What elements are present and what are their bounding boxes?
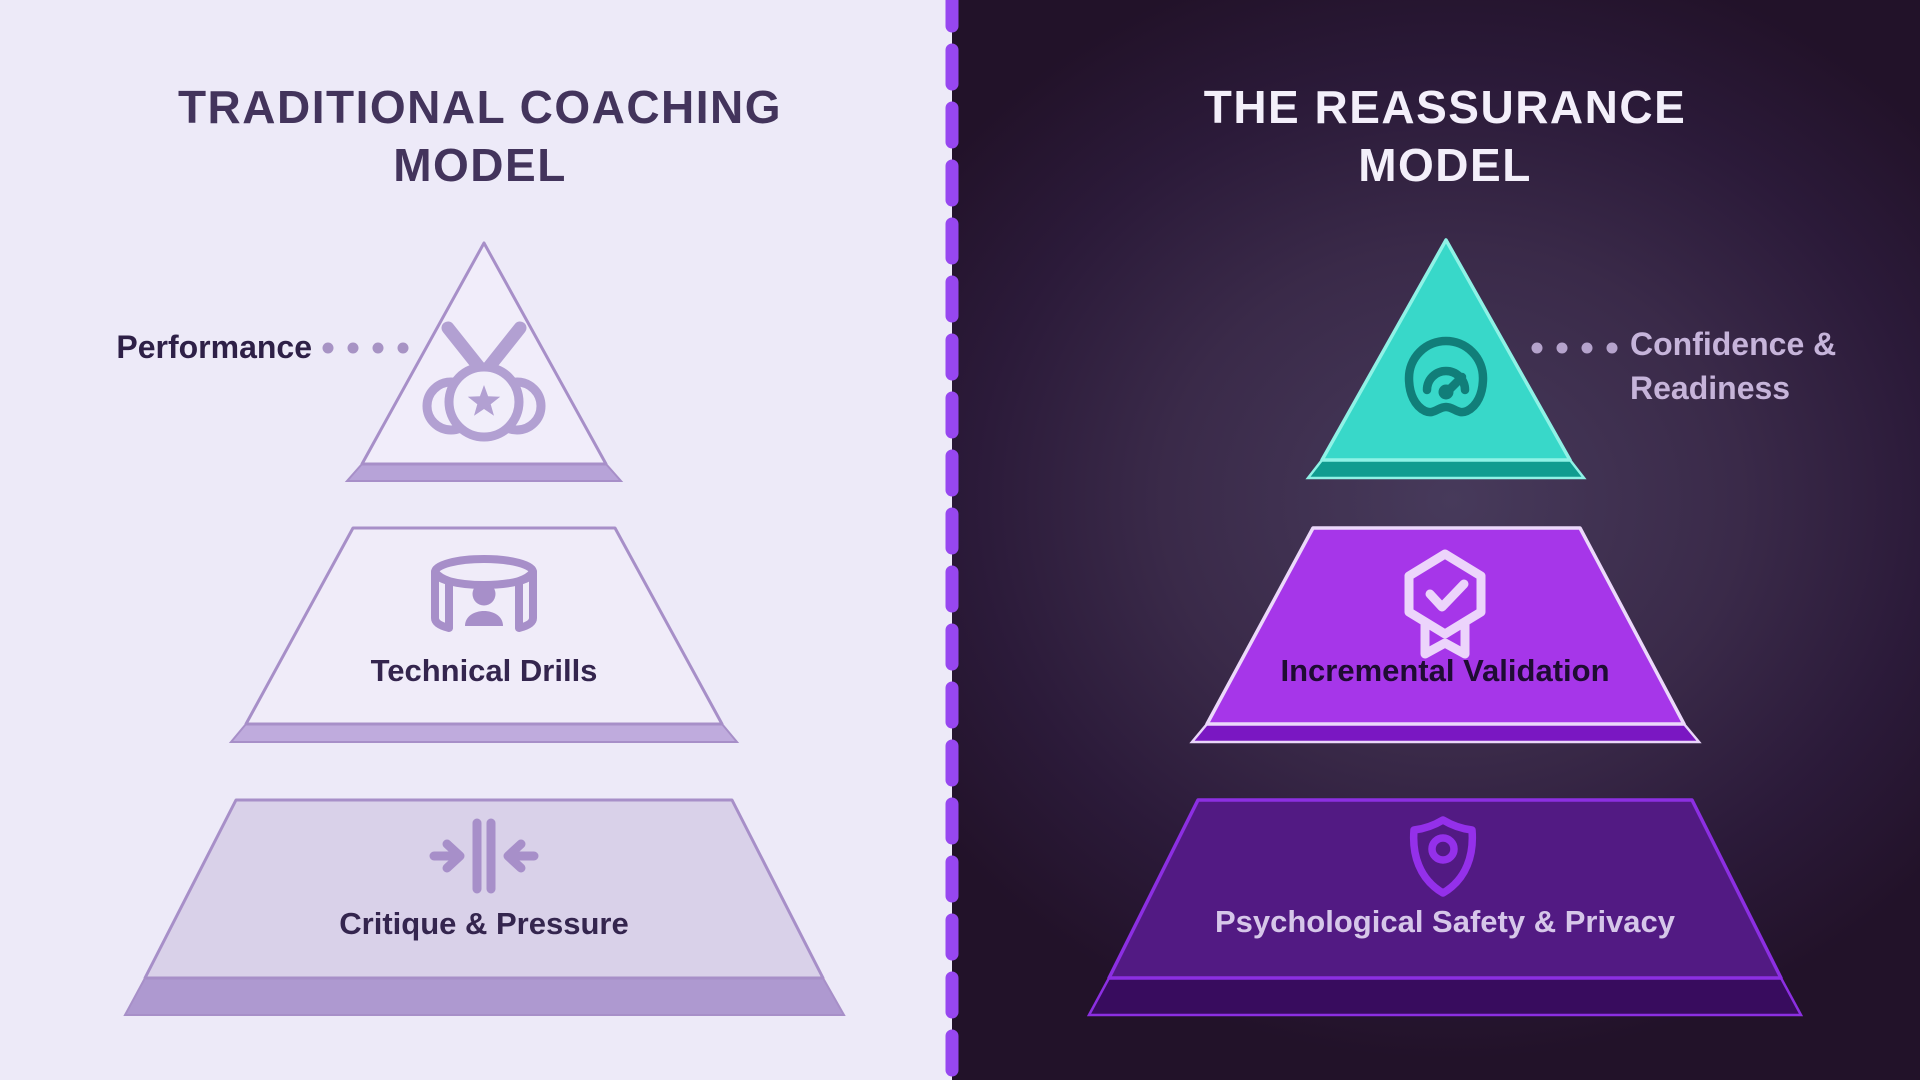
left-panel-title: TRADITIONAL COACHING MODEL — [177, 81, 783, 191]
medal-star-icon — [422, 321, 546, 442]
left-pyramid-middle-layer — [228, 526, 740, 743]
shield-person-icon — [1409, 816, 1477, 897]
compress-arrows-icon — [429, 818, 539, 894]
right-pyramid-bottom-layer — [1086, 798, 1804, 1017]
left-pyramid — [123, 241, 846, 1016]
confidence-readiness-callout-label: Confidence & Readiness — [1630, 326, 1837, 406]
incremental-validation-label: Incremental Validation — [1280, 653, 1610, 688]
left-pyramid-top-layer — [344, 241, 624, 482]
right-panel-title: THE REASSURANCE MODEL — [1203, 81, 1687, 191]
right-pyramid-top-layer — [1305, 238, 1587, 480]
performance-callout-label: Performance — [116, 329, 312, 365]
left-pyramid-bottom-layer — [123, 798, 846, 1016]
technical-drills-label: Technical Drills — [370, 653, 598, 688]
performance-leader-dots — [322, 342, 409, 354]
badge-check-icon — [1404, 549, 1486, 659]
right-pyramid-middle-layer — [1189, 526, 1702, 744]
person-panel-icon — [431, 555, 537, 632]
gauge-icon — [1404, 336, 1488, 417]
confidence-leader-dots — [1531, 342, 1618, 354]
psychological-safety-label: Psychological Safety & Privacy — [1214, 904, 1676, 939]
critique-pressure-label: Critique & Pressure — [339, 906, 629, 941]
right-pyramid — [1086, 238, 1804, 1017]
